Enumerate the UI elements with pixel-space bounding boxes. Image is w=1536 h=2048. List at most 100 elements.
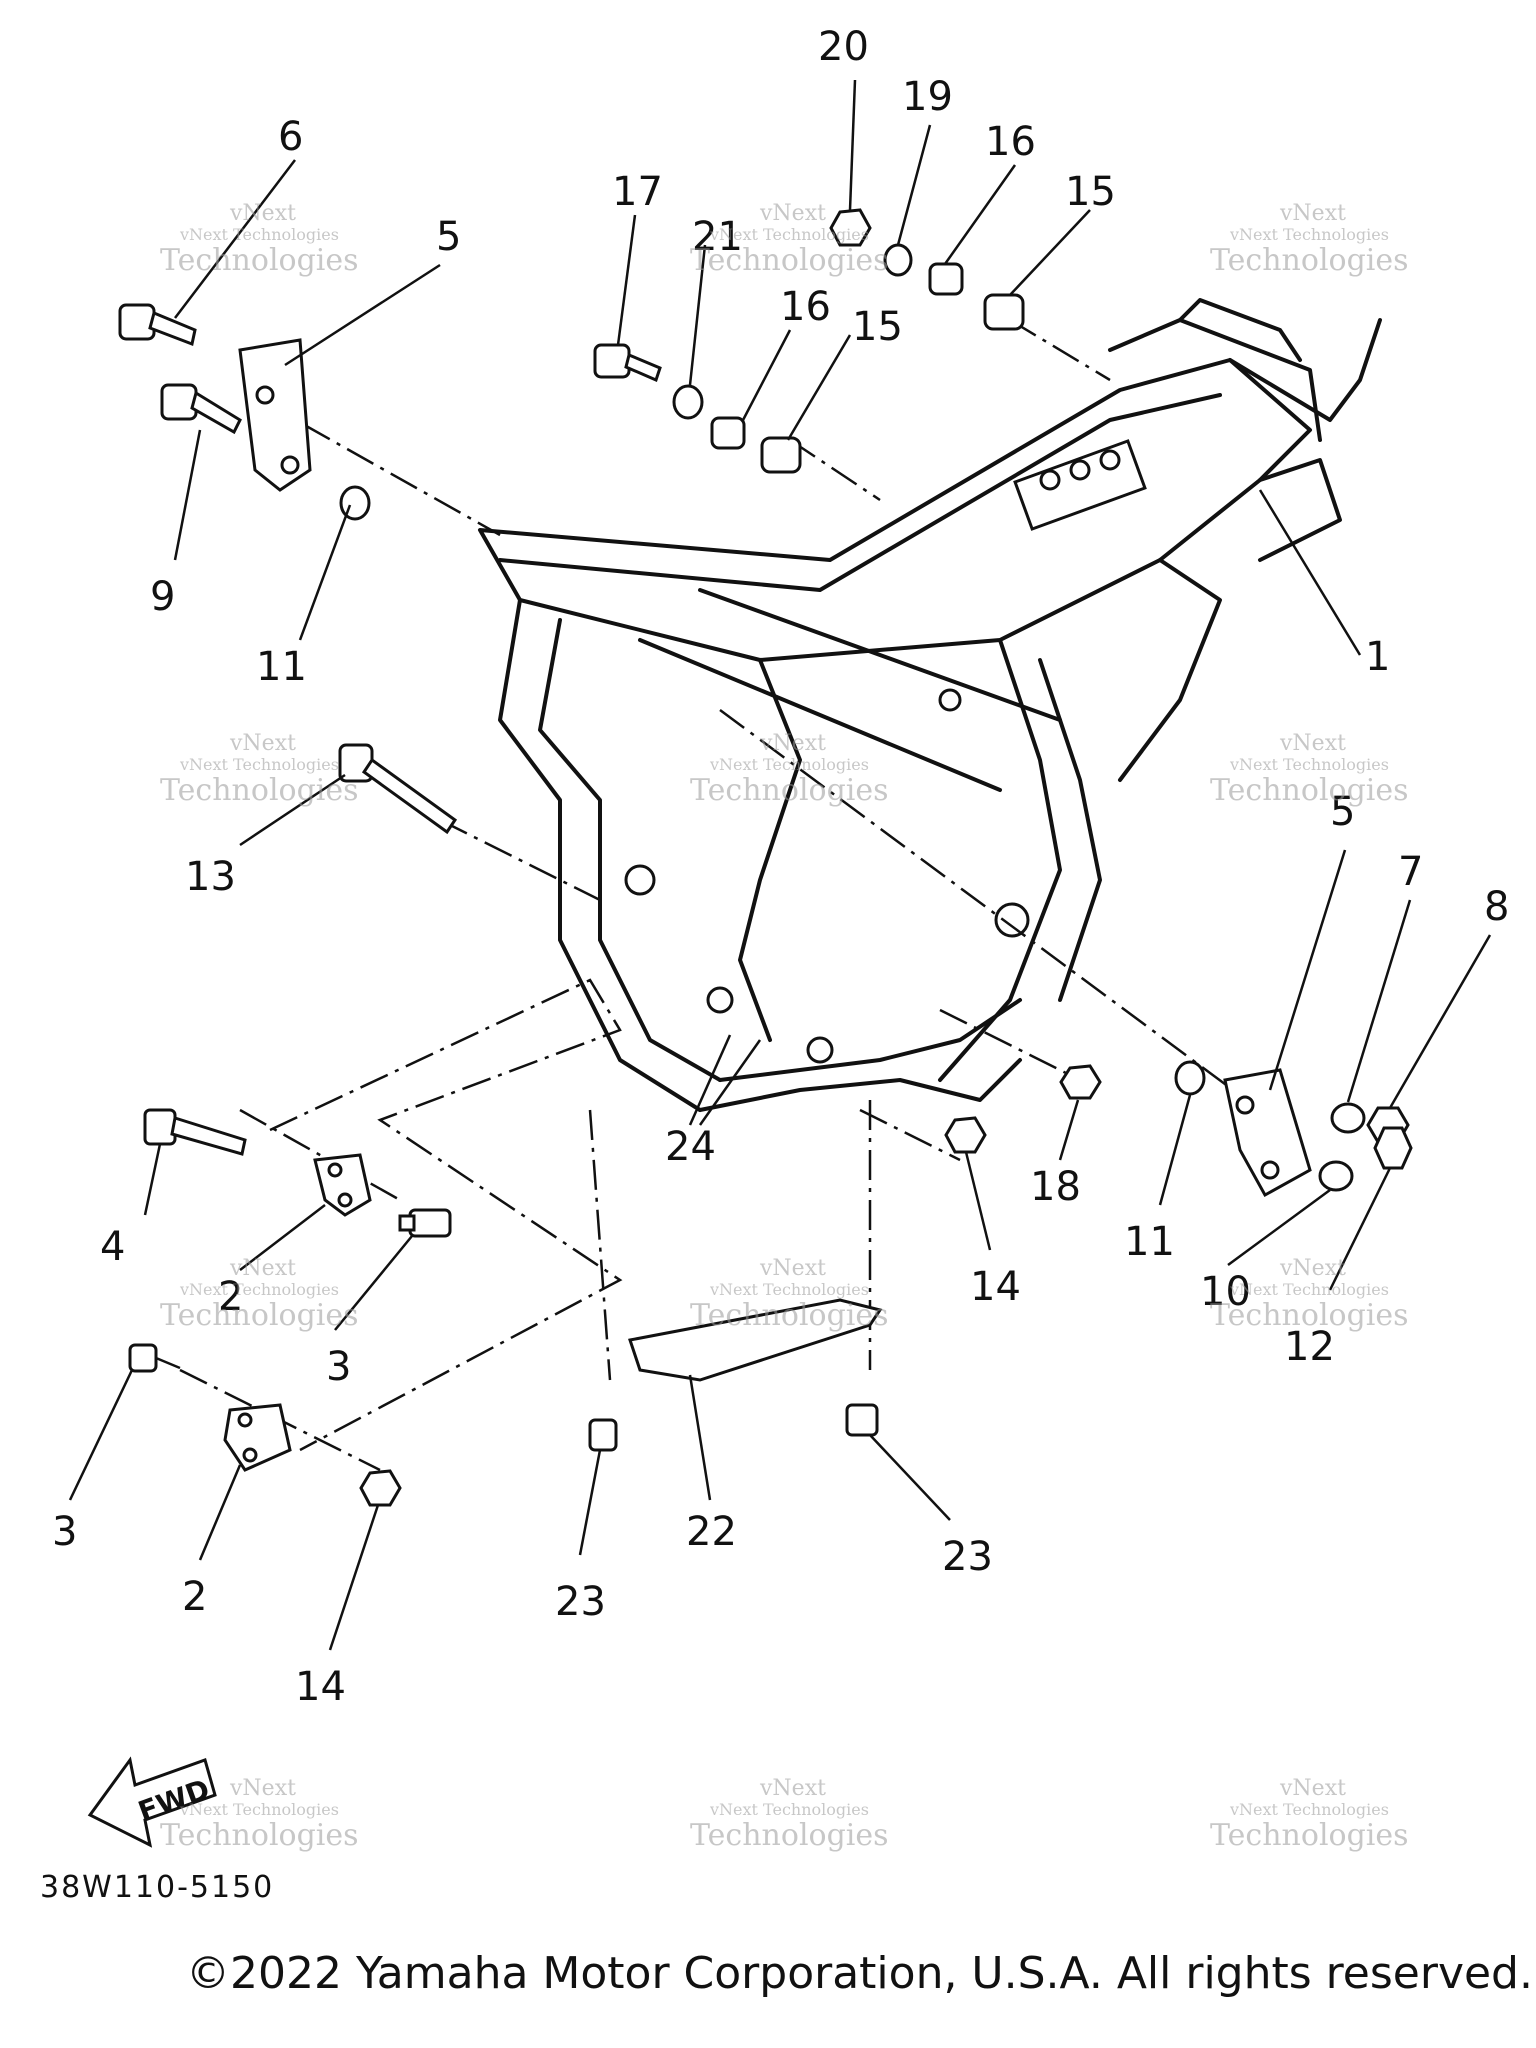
drawing-code: 38W110-5150 [40,1870,275,1905]
watermark-bottom: Technologies [690,1818,889,1853]
watermark: vNext vNext Technologies Technologies [1210,1776,1409,1853]
watermark: vNext vNext Technologies Technologies [160,1256,359,1333]
nut-18 [1059,1064,1102,1100]
callout-5a: 5 [436,214,461,260]
watermark-bottom: Technologies [690,243,889,278]
callout-12: 12 [1284,1324,1335,1370]
main-frame [478,298,1382,1112]
watermark-mid: vNext Technologies [709,1280,869,1299]
watermark-bottom: Technologies [1210,1298,1409,1333]
washer-11-right [1174,1060,1206,1096]
watermark-bottom: Technologies [690,1298,889,1333]
callout-11b: 11 [1124,1219,1175,1265]
nut-14-center [944,1116,987,1154]
leader-lines [68,79,1492,1651]
callout-3a: 3 [326,1344,351,1390]
collar-15-upper [983,293,1025,331]
mount-bracket-right [1223,1068,1312,1198]
mount-bracket-left [238,338,312,492]
watermark-top: vNext [229,1256,296,1281]
callout-15b: 15 [852,304,903,350]
callout-7: 7 [1398,849,1423,895]
watermark-bottom: Technologies [1210,773,1409,808]
watermark: vNext vNext Technologies Technologies [690,1256,889,1333]
watermark-mid: vNext Technologies [179,755,339,774]
callout-21: 21 [692,214,743,260]
nut-14-lower [359,1469,402,1507]
watermark-bottom: Technologies [160,1818,359,1853]
nut-12 [1373,1126,1413,1170]
watermark: vNext vNext Technologies Technologies [1210,1256,1409,1333]
watermark-top: vNext [759,731,826,756]
bolt-23-right [845,1403,879,1437]
callout-16a: 16 [985,119,1036,165]
watermark-top: vNext [1279,201,1346,226]
skid-plate-22 [628,1298,883,1382]
bolt-short-a [398,1208,452,1238]
nut-20 [829,208,872,247]
watermark-bottom: Technologies [160,243,359,278]
watermark-top: vNext [229,201,296,226]
watermark-bottom: Technologies [1210,1818,1409,1853]
watermark-mid: vNext Technologies [1229,1280,1389,1299]
callout-23b: 23 [942,1534,993,1580]
washer-7 [1330,1102,1366,1134]
engine-bracket-upper [313,1153,372,1217]
callout-13: 13 [185,854,236,900]
watermark-bottom: Technologies [160,1298,359,1333]
watermark-bottom: Technologies [690,773,889,808]
bolt-long-4 [143,1108,247,1156]
callout-24: 24 [665,1124,716,1170]
watermark: vNext vNext Technologies Technologies [1210,201,1409,278]
watermark-top: vNext [229,1776,296,1801]
bolt-long-13 [338,743,458,835]
watermark-top: vNext [759,1256,826,1281]
callout-6: 6 [278,114,303,160]
watermark-mid: vNext Technologies [1229,225,1389,244]
callout-11a: 11 [256,644,307,690]
callout-15a: 15 [1065,169,1116,215]
callout-20: 20 [818,24,869,70]
watermark-mid: vNext Technologies [709,1800,869,1819]
watermarks: vNext vNext Technologies Technologies vN… [160,201,1409,1853]
callout-14b: 14 [295,1664,346,1710]
washer-21 [672,384,704,420]
callout-19: 19 [902,74,953,120]
watermark-top: vNext [759,1776,826,1801]
callout-14a: 14 [970,1264,1021,1310]
washer-11-left [339,485,371,521]
bolt-23-left [588,1418,618,1452]
callout-18: 18 [1030,1164,1081,1210]
callout-1: 1 [1365,634,1390,680]
watermark-top: vNext [1279,1776,1346,1801]
callout-3b: 3 [52,1509,77,1555]
callout-2b: 2 [182,1574,207,1620]
watermark-top: vNext [759,201,826,226]
watermark: vNext vNext Technologies Technologies [690,1776,889,1853]
bolt-6 [118,303,197,347]
watermark-mid: vNext Technologies [709,755,869,774]
callout-17: 17 [612,169,663,215]
watermark: vNext vNext Technologies Technologies [160,201,359,278]
washer-19 [883,243,913,277]
watermark-mid: vNext Technologies [1229,755,1389,774]
collar-15-lower [760,436,802,474]
watermark-mid: vNext Technologies [709,225,869,244]
callout-22: 22 [686,1509,737,1555]
engine-bracket-lower [223,1403,292,1472]
watermark-bottom: Technologies [160,773,359,808]
watermark-mid: vNext Technologies [1229,1800,1389,1819]
watermark-top: vNext [1279,731,1346,756]
collar-16-upper [928,262,964,296]
copyright-notice: ©2022 Yamaha Motor Corporation, U.S.A. A… [186,1948,1533,1999]
callout-10: 10 [1200,1269,1251,1315]
watermark-mid: vNext Technologies [179,1800,339,1819]
watermark-top: vNext [1279,1256,1346,1281]
watermark: vNext vNext Technologies Technologies [690,201,889,278]
callout-8: 8 [1484,884,1509,930]
callout-2a: 2 [218,1274,243,1320]
callout-numbers: 1 2 2 3 3 4 5 5 6 7 8 9 10 11 11 12 13 1… [52,24,1509,1710]
callout-9: 9 [150,574,175,620]
bolt-17 [593,343,662,383]
